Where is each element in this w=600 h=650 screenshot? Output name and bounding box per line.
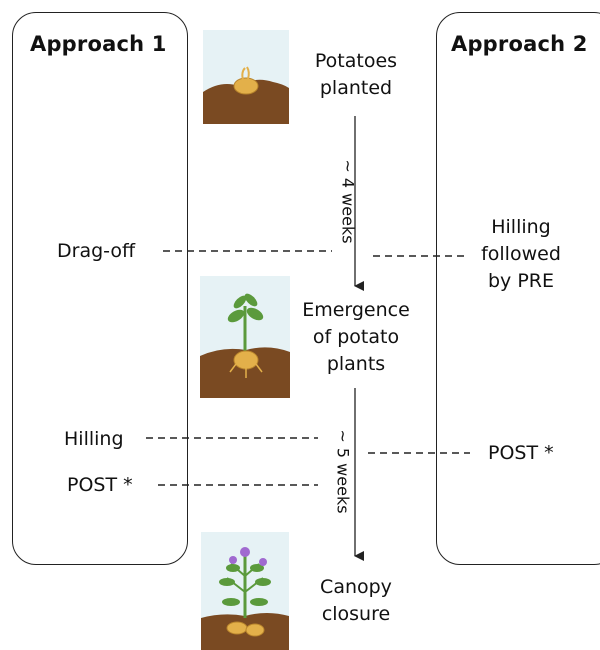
approach-2-title: Approach 2	[451, 32, 588, 56]
approach2-step1-line2: followed	[481, 243, 561, 265]
approach2-hilling-pre: Hilling followed by PRE	[466, 214, 576, 295]
approach-1-panel	[12, 12, 188, 565]
stage2-line2: of potato	[312, 326, 400, 348]
approach1-drag-off: Drag-off	[57, 240, 136, 262]
stage-emergence: Emergence of potato plants	[290, 297, 422, 378]
interval-5-weeks: ~ 5 weeks	[333, 429, 353, 514]
canopy-closure-illustration	[201, 532, 289, 650]
stage2-line1: Emergence	[302, 299, 410, 321]
approach-2-panel	[436, 12, 600, 565]
interval-4-weeks: ~ 4 weeks	[338, 159, 358, 244]
approach2-post: POST *	[488, 442, 554, 464]
emergence-illustration	[200, 276, 290, 398]
stage1-line2: planted	[319, 77, 393, 99]
stage-potatoes-planted: Potatoes planted	[296, 48, 416, 102]
approach-1-title: Approach 1	[30, 32, 167, 56]
approach1-post: POST *	[67, 474, 133, 496]
approach2-step1-line3: by PRE	[487, 270, 554, 292]
stage2-line3: plants	[326, 353, 386, 375]
stage3-line1: Canopy	[320, 576, 392, 598]
approach2-step1-line1: Hilling	[491, 216, 551, 238]
stage3-line2: closure	[321, 603, 391, 625]
potato-planted-illustration	[203, 30, 289, 124]
approach1-hilling: Hilling	[64, 428, 124, 450]
stage1-line1: Potatoes	[314, 50, 398, 72]
stage-canopy-closure: Canopy closure	[296, 574, 416, 628]
